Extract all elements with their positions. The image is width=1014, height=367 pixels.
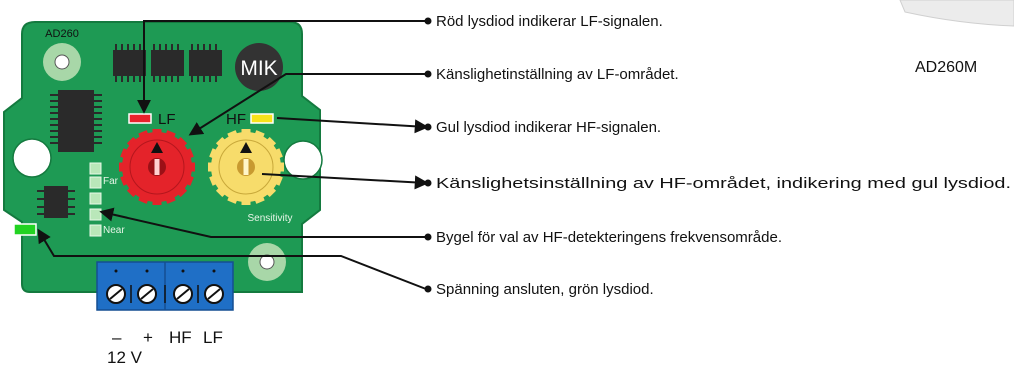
terminal-lf-label: LF [203,328,223,347]
leader-line-yellow-led [276,117,429,134]
callout-dot-2 [424,70,432,78]
ic-main [50,90,102,152]
callout-jumper: Bygel för val av HF-detekteringens frekv… [436,229,782,246]
leader-line-red-led [137,20,426,114]
product-photo-corner [899,0,1014,27]
callout-dot-6 [424,285,432,293]
lf-sensitivity-knob [119,129,195,205]
terminal-screw-2 [137,284,157,304]
leader-line-hf-knob [261,173,429,190]
mik-logo [235,43,283,91]
callout-power-led: Spänning ansluten, grön lysdiod. [436,281,654,298]
frequency-jumper [89,162,102,237]
sensitivity-label: Sensitivity [247,213,292,224]
callout-hf-sensitivity: Känslighetsinställning av HF-området, in… [436,175,1011,192]
led-hf-yellow [250,113,274,124]
chip-top-3 [189,44,222,82]
right-notch [283,140,323,180]
variant-label: AD260M [915,59,977,76]
terminal-block [96,261,234,311]
mounting-hole-top [43,43,81,81]
leader-line-lf-knob [188,73,426,136]
voltage-label: 12 V [107,348,143,367]
callout-dot-3 [424,123,432,131]
callout-lf-sensitivity: Känslighetinställning av LF-området. [436,66,679,83]
terminal-screw-3 [173,284,193,304]
callout-yellow-led: Gul lysdiod indikerar HF-signalen. [436,119,661,136]
callout-dot-5 [424,233,432,241]
callout-dot-4 [424,179,432,187]
terminal-plus-label: + [143,328,153,347]
led-power-green [13,223,37,236]
terminal-screw-4 [204,284,224,304]
terminal-hf-label: HF [169,328,192,347]
leader-line-green-led [37,228,427,290]
callout-dot-1 [424,17,432,25]
pcb-board: AD260 [3,21,323,311]
mounting-hole-bottom [248,243,286,281]
led-lf-red [128,113,152,124]
left-notch [12,138,52,178]
led-lf-label: LF [158,111,176,128]
ic-small [37,186,75,218]
chip-top-1 [113,44,146,82]
terminal-minus-label: – [112,328,122,347]
mik-logo-text: MIK [240,57,277,80]
jumper-near-label: Near [103,225,125,236]
terminal-screw-1 [106,284,126,304]
led-hf-label: HF [226,111,246,128]
callout-red-led: Röd lysdiod indikerar LF-signalen. [436,13,663,30]
leader-line-jumper [99,207,426,238]
jumper-far-label: Far [103,176,119,187]
model-label: AD260 [45,28,79,40]
hf-sensitivity-knob [208,129,284,205]
chip-top-2 [151,44,184,82]
